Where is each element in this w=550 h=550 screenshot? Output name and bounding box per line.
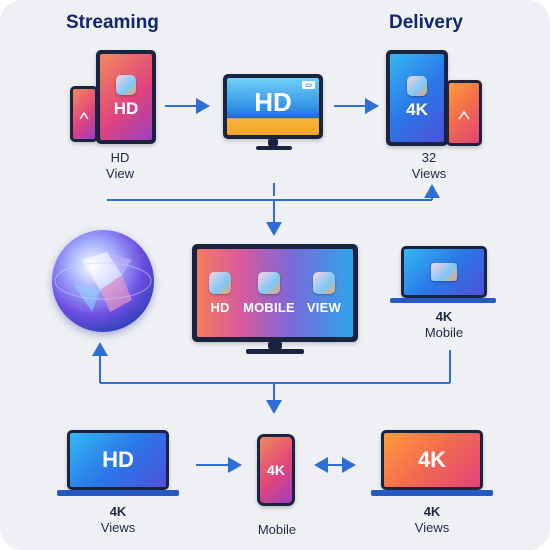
tv-app-tile-3 — [312, 271, 335, 294]
bottom-right-caption-line2: Views — [414, 520, 450, 535]
center-monitor: HD ▭ — [223, 74, 323, 139]
monitor-stand — [268, 139, 278, 146]
laptop-caption-line2: Mobile — [424, 325, 464, 340]
bottom-phone-caption: Mobile — [257, 522, 297, 537]
phone-device-left — [70, 86, 98, 142]
bottom-right-laptop-screen-text: 4K — [417, 447, 447, 472]
globe-pattern — [54, 252, 152, 312]
bottom-right-caption-line1: 4K — [423, 504, 441, 519]
top-right-caption: 32 Views — [399, 150, 459, 182]
small-laptop-base — [390, 298, 496, 303]
top-left-caption: HD View — [90, 150, 150, 182]
top-left-caption-line1: HD — [110, 150, 130, 165]
monitor-screen-text: HD — [254, 87, 292, 117]
tv-stand — [268, 342, 282, 349]
globe-icon — [52, 230, 154, 332]
tv-item-view-label: VIEW — [306, 299, 341, 315]
monitor-badge: ▭ — [302, 81, 315, 89]
hanger-icon-right — [458, 110, 470, 120]
tv-foot — [246, 349, 304, 354]
small-laptop-screen — [404, 249, 484, 295]
laptop-caption-line1: 4K — [435, 309, 453, 324]
bottom-phone: 4K — [257, 434, 295, 506]
bottom-left-laptop-screen-text: HD — [102, 447, 134, 472]
delivery-heading: Delivery — [389, 12, 463, 33]
tv-app-tile-1 — [209, 271, 232, 294]
small-laptop — [401, 246, 487, 298]
tv-item-hd: HD — [209, 271, 232, 315]
bottom-phone-screen-text: 4K — [267, 462, 285, 478]
tv-item-hd-label: HD — [210, 299, 230, 315]
tablet-device-right: 4K — [386, 50, 448, 146]
tablet-right-screen-text: 4K — [406, 100, 428, 119]
tv-item-mobile-label: MOBILE — [243, 299, 295, 315]
bottom-left-caption-line1: 4K — [109, 504, 127, 519]
top-right-caption-line2: Views — [411, 166, 447, 181]
phone-device-right — [446, 80, 482, 146]
top-right-caption-line1: 32 — [421, 150, 437, 165]
laptop-caption: 4K Mobile — [410, 309, 478, 341]
monitor-foot — [256, 146, 292, 150]
bottom-right-laptop: 4K — [381, 430, 483, 490]
main-tv: HD MOBILE VIEW — [192, 244, 358, 342]
tv-item-view: VIEW — [306, 271, 341, 315]
bottom-left-caption-line2: Views — [100, 520, 136, 535]
bottom-right-laptop-base — [371, 490, 493, 496]
bottom-left-laptop: HD — [67, 430, 169, 490]
bottom-right-caption: 4K Views — [398, 504, 466, 536]
top-left-caption-line2: View — [106, 166, 134, 181]
tv-item-mobile: MOBILE — [243, 271, 295, 315]
app-tile-icon-right — [407, 76, 427, 96]
tv-app-tile-2 — [257, 271, 280, 294]
app-tile-icon — [116, 75, 136, 95]
small-laptop-app-icon — [431, 263, 457, 281]
bottom-left-laptop-base — [57, 490, 179, 496]
streaming-heading: Streaming — [66, 12, 159, 33]
phone-right-screen — [449, 83, 479, 143]
bottom-left-caption: 4K Views — [84, 504, 152, 536]
tablet-screen-text: HD — [113, 99, 139, 118]
phone-screen — [73, 89, 95, 139]
tablet-device: HD — [96, 50, 156, 144]
hanger-icon — [79, 111, 89, 120]
